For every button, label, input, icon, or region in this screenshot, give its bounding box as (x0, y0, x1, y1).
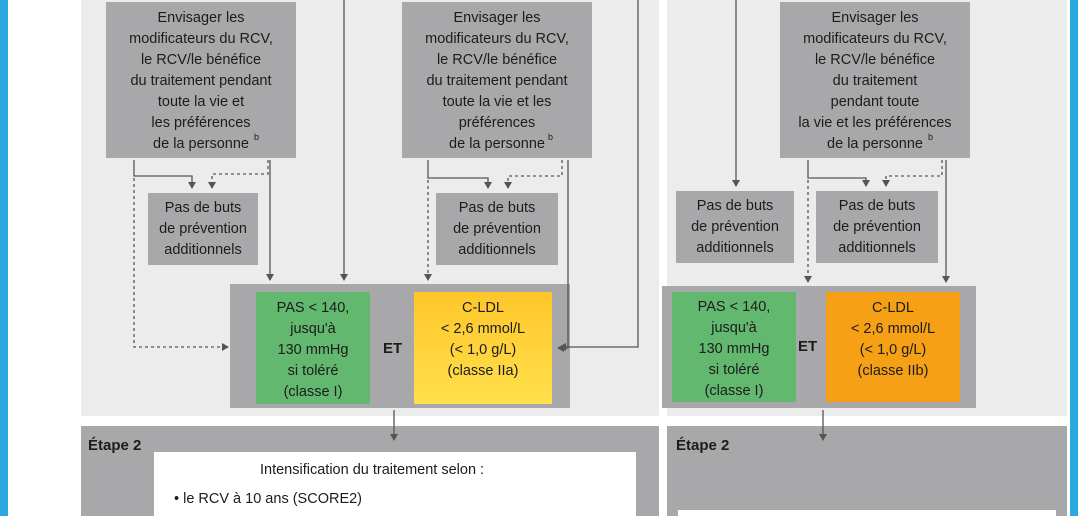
arrow-left-to-nogoals (133, 160, 196, 189)
no-goals-text-1: Pas de buts de prévention additionnels (159, 200, 247, 258)
footnote-mark-right: b (928, 132, 934, 142)
step2-label-right: Étape 2 (676, 437, 730, 454)
ldl-target-right: C-LDL < 2,6 mmol/L (< 1,0 g/L) (classe I… (826, 292, 960, 402)
and-label-right: ET (798, 338, 818, 355)
arrow-right-to-nogoals (807, 160, 870, 187)
arrow-middle-to-ldl (557, 160, 569, 352)
no-goals-box-4: Pas de buts de prévention additionnels (816, 191, 938, 263)
ldl-target-left: C-LDL < 2,6 mmol/L (< 1,0 g/L) (classe I… (414, 292, 552, 404)
step2-panel-right (667, 426, 1067, 516)
intensification-box (154, 452, 636, 516)
intensification-item-1: • le RCV à 10 ans (SCORE2) (174, 491, 363, 507)
arrow-left-dashed-to-nogoals (208, 160, 269, 189)
footnote-mark-middle: b (548, 132, 554, 142)
intensification-title: Intensification du traitement selon : (260, 462, 485, 478)
arrow-left-dashed-to-pas (133, 178, 229, 351)
step2-label-left: Étape 2 (88, 437, 142, 454)
diagram-page: Envisager les modificateurs du RCV, le R… (8, 0, 1070, 516)
pas-target-left: PAS < 140, jusqu'à 130 mmHg si toléré (c… (256, 292, 370, 404)
consider-box-right: Envisager les modificateurs du RCV, le R… (780, 2, 970, 158)
no-goals-text-2: Pas de buts de prévention additionnels (453, 200, 541, 258)
consider-text-right: Envisager les modificateurs du RCV, le R… (798, 10, 952, 152)
step2-right-box (678, 510, 1056, 516)
consider-box-middle: Envisager les modificateurs du RCV, le R… (402, 2, 592, 158)
consider-box-left: Envisager les modificateurs du RCV, le R… (106, 2, 296, 158)
consider-text-middle: Envisager les modificateurs du RCV, le R… (425, 10, 569, 152)
no-goals-text-4: Pas de buts de prévention additionnels (833, 198, 921, 256)
no-goals-box-3: Pas de buts de prévention additionnels (676, 191, 794, 263)
consider-text-left: Envisager les modificateurs du RCV, le R… (129, 10, 273, 152)
arrow-right-dashed-to-nogoals (882, 160, 943, 187)
no-goals-text-3: Pas de buts de prévention additionnels (691, 198, 779, 256)
arrow-middle-dashed-to-nogoals (504, 160, 563, 189)
connector-lines (133, 0, 950, 441)
and-label-left: ET (383, 340, 403, 357)
no-goals-box-1: Pas de buts de prévention additionnels (148, 193, 258, 265)
footnote-mark-left: b (254, 132, 260, 142)
arrow-top-middle-to-ldl (559, 0, 639, 351)
no-goals-box-2: Pas de buts de prévention additionnels (436, 193, 558, 265)
arrow-middle-to-nogoals (427, 160, 492, 189)
pas-target-right: PAS < 140, jusqu'à 130 mmHg si toléré (c… (672, 292, 796, 402)
